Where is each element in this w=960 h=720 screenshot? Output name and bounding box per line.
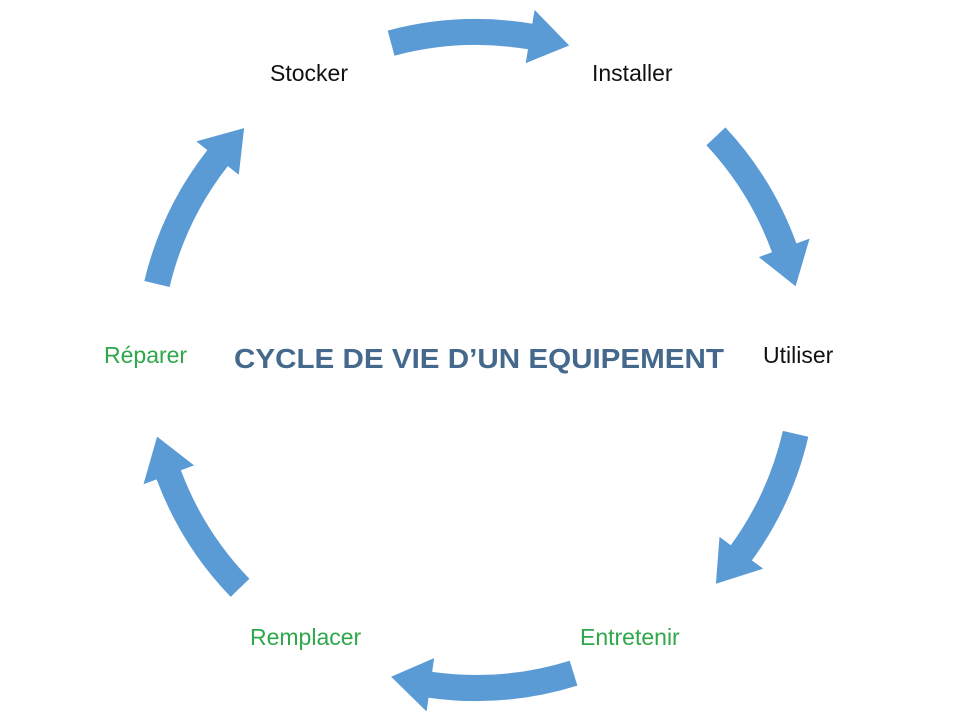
cycle-arrow-2 [706, 127, 810, 287]
step-remplacer: Remplacer [250, 624, 362, 650]
cycle-arrows [143, 9, 810, 712]
step-reparer: Réparer [104, 342, 188, 368]
step-installer: Installer [592, 60, 673, 86]
cycle-arrow-5 [143, 436, 250, 597]
cycle-arrow-1 [387, 9, 570, 64]
cycle-arrow-3 [715, 430, 809, 584]
step-entretenir: Entretenir [580, 624, 680, 650]
step-stocker: Stocker [270, 60, 348, 86]
cycle-arrow-6 [144, 128, 245, 287]
diagram-title: CYCLE DE VIE D’UN EQUIPEMENT [234, 343, 724, 374]
cycle-arrow-4 [391, 658, 578, 712]
step-utiliser: Utiliser [763, 342, 834, 368]
